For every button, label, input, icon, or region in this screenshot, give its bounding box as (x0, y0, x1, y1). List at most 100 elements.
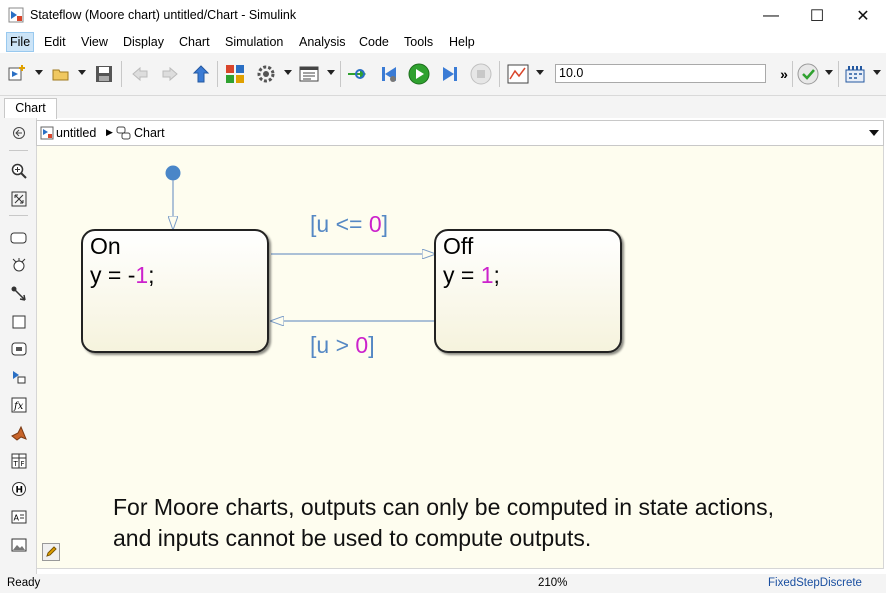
minimize-icon: — (763, 6, 779, 24)
state-icon (10, 232, 27, 243)
toolbar-separator (499, 61, 500, 87)
svg-text:F: F (20, 460, 24, 468)
menu-file[interactable]: File (6, 32, 35, 52)
svg-text:fx: fx (13, 401, 24, 412)
model-explorer-icon (299, 66, 319, 82)
menu-tools[interactable]: Tools (404, 35, 434, 49)
transition-condition-on-to-off[interactable]: [u <= 0] (310, 211, 389, 237)
default-transition-tool[interactable] (10, 285, 27, 302)
model-browser-toggle-button[interactable] (42, 543, 60, 561)
simulink-state-icon (11, 342, 26, 355)
annotation-note[interactable]: For Moore charts, outputs can only be co… (113, 492, 774, 554)
forward-button[interactable] (159, 62, 181, 86)
fit-to-view-button[interactable] (10, 190, 27, 207)
solver-link[interactable]: FixedStepDiscrete (768, 577, 862, 589)
step-forward-button[interactable] (439, 62, 461, 86)
scope-button[interactable] (506, 62, 530, 86)
palette-separator (9, 150, 28, 151)
scope-dropdown[interactable] (536, 70, 544, 75)
default-transition-dot[interactable] (165, 165, 181, 181)
breadcrumb-chart[interactable]: Chart (134, 126, 165, 140)
menu-edit[interactable]: Edit (44, 35, 66, 49)
state-off[interactable]: Off y = 1; (434, 229, 622, 353)
step-back-button[interactable] (378, 62, 400, 86)
zoom-level: 210% (538, 577, 568, 589)
image-tool[interactable] (10, 536, 27, 553)
state-action: y = -1; (90, 262, 155, 288)
menu-display[interactable]: Display (123, 35, 164, 49)
run-icon (408, 63, 430, 85)
close-icon: ✕ (856, 7, 870, 25)
state-tool[interactable] (10, 229, 27, 246)
new-model-dropdown[interactable] (35, 70, 43, 75)
annotation-line: and inputs cannot be used to compute out… (113, 525, 592, 551)
maximize-button[interactable]: ☐ (794, 0, 840, 31)
status-text: Ready (7, 577, 41, 589)
advisor-dropdown[interactable] (825, 70, 833, 75)
annotation-tool[interactable]: A (10, 508, 27, 525)
back-button[interactable] (129, 62, 151, 86)
up-button[interactable] (190, 62, 212, 86)
new-model-button[interactable] (6, 62, 28, 86)
history-junction-h-tool[interactable]: H (10, 480, 27, 497)
back-arrow-icon (132, 66, 148, 82)
palette-separator (9, 215, 28, 216)
open-folder-icon (52, 69, 69, 81)
menu-code[interactable]: Code (359, 35, 389, 49)
explorer-dropdown[interactable] (327, 70, 335, 75)
simulink-state-tool[interactable] (10, 340, 27, 357)
junction-icon (12, 257, 25, 271)
state-action: y = 1; (443, 262, 500, 288)
model-icon (40, 126, 54, 140)
menu-view[interactable]: View (81, 35, 108, 49)
svg-text:A: A (13, 513, 19, 522)
breadcrumb-dropdown-icon[interactable] (869, 130, 879, 136)
menu-help[interactable]: Help (449, 35, 475, 49)
simulink-function-tool[interactable] (10, 368, 27, 385)
step-forward-icon (443, 67, 457, 81)
model-settings-button[interactable] (255, 62, 277, 86)
annotation-line: For Moore charts, outputs can only be co… (113, 494, 774, 520)
state-on[interactable]: On y = -1; (81, 229, 269, 353)
image-icon (11, 538, 26, 551)
annotation-icon: A (11, 510, 26, 523)
tab-chart[interactable]: Chart (4, 98, 57, 119)
transition-condition-off-to-on[interactable]: [u > 0] (310, 332, 375, 358)
close-button[interactable]: ✕ (840, 0, 886, 31)
state-name: Off (443, 233, 474, 259)
menu-simulation[interactable]: Simulation (225, 35, 284, 49)
matlab-block-tool[interactable] (10, 424, 27, 441)
stop-button[interactable] (470, 62, 492, 86)
build-button[interactable] (844, 62, 866, 86)
minimize-button[interactable]: — (748, 0, 794, 31)
update-button[interactable] (346, 62, 368, 86)
library-browser-button[interactable] (224, 62, 246, 86)
open-dropdown[interactable] (78, 70, 86, 75)
edit-pencil-icon (46, 546, 57, 557)
menu-analysis[interactable]: Analysis (299, 35, 346, 49)
more-tools-button[interactable]: » (780, 66, 788, 82)
stop-time-input[interactable] (555, 64, 766, 83)
simulink-stateflow-icon (8, 7, 24, 23)
hide-explorer-bar-button[interactable] (10, 124, 27, 141)
save-button[interactable] (93, 62, 115, 86)
settings-dropdown[interactable] (284, 70, 292, 75)
simulink-function-icon (12, 370, 25, 383)
open-button[interactable] (50, 62, 72, 86)
menu-chart[interactable]: Chart (179, 35, 210, 49)
toolbar-separator (340, 61, 341, 87)
model-advisor-button[interactable] (797, 62, 819, 86)
history-junction-tool[interactable] (10, 256, 27, 273)
chart-canvas[interactable]: [u <= 0] [u > 0] On y = -1; Off y = 1; F… (36, 146, 884, 569)
breadcrumb-separator-icon: ▶ (106, 127, 113, 137)
matlab-function-tool[interactable]: fx (10, 396, 27, 413)
box-tool[interactable] (10, 313, 27, 330)
zoom-button[interactable] (10, 162, 27, 179)
build-dropdown[interactable] (873, 70, 881, 75)
model-settings-gear-icon (257, 65, 275, 83)
breadcrumb-model[interactable]: untitled (56, 126, 97, 140)
run-button[interactable] (408, 62, 430, 86)
model-explorer-button[interactable] (298, 62, 320, 86)
